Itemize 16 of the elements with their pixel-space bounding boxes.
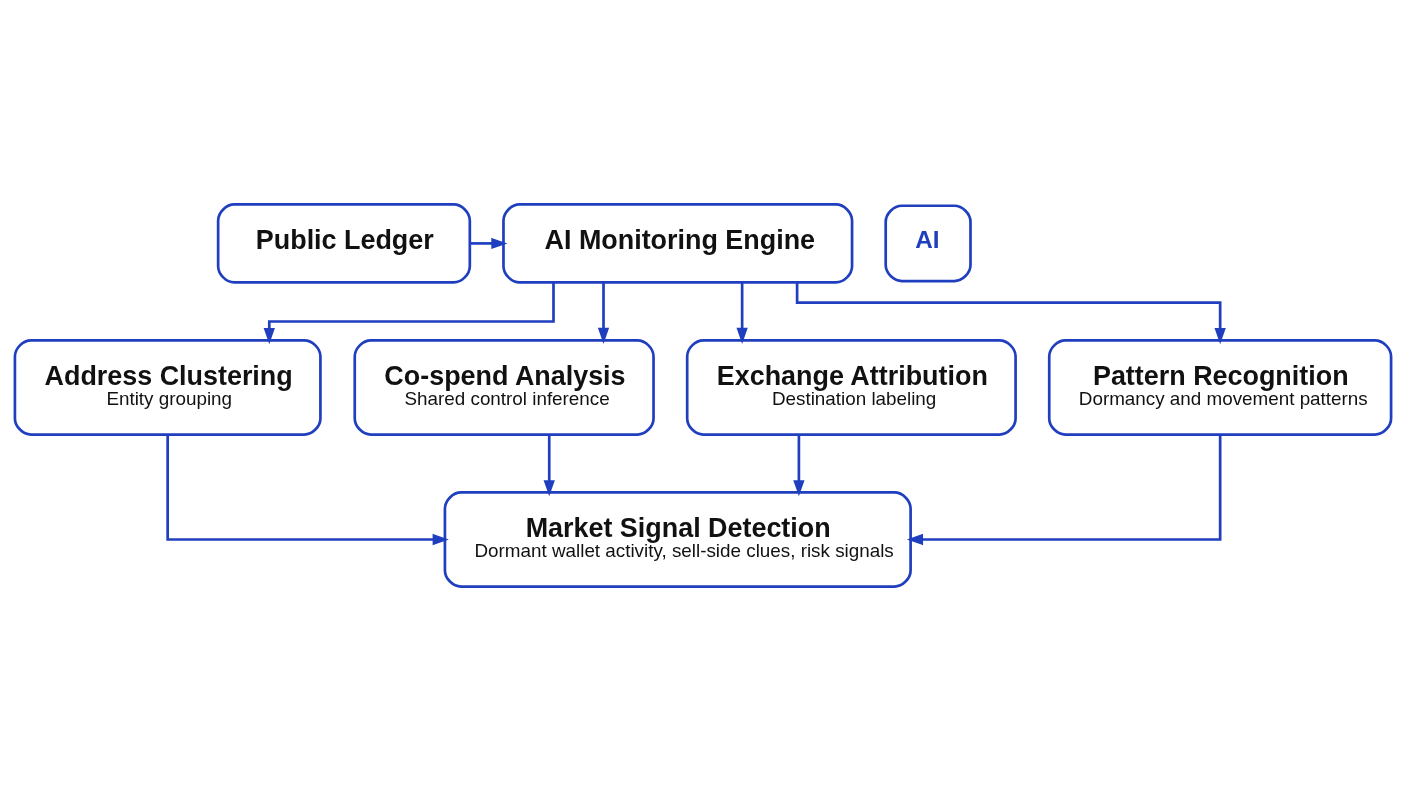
- node-box: Public Ledger: [216, 202, 472, 284]
- node-box: Pattern Recognition Dormancy and movement patterns: [1047, 338, 1393, 436]
- arrow: [166, 434, 449, 545]
- arrow: [263, 281, 555, 344]
- label: AI: [915, 225, 940, 253]
- node-box: Co-spend Analysis Shared control inference: [353, 338, 655, 436]
- node-box: Exchange Attribution Destination labeling: [685, 338, 1017, 436]
- arrow: [793, 434, 805, 496]
- node-box: AI Monitoring Engine: [502, 202, 854, 284]
- arrow: [543, 434, 555, 496]
- arrow: [470, 237, 508, 249]
- node-box: Address Clustering Entity grouping: [13, 338, 322, 436]
- arrow: [736, 282, 748, 344]
- arrow: [906, 434, 1222, 545]
- node-box: Market Signal Detection Dormant wallet activity, sell-side clues, risk signals: [443, 490, 912, 588]
- arrow: [597, 282, 610, 344]
